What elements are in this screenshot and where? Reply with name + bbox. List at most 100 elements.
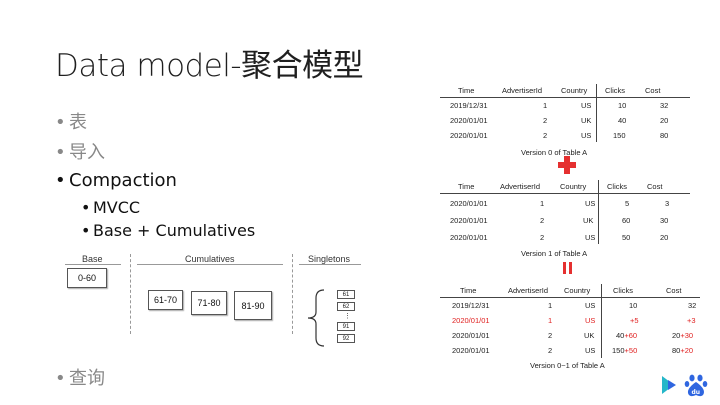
table-row: 2020/01/01 2 US 50 20 [440, 231, 690, 245]
singletons-label: Singletons [308, 254, 351, 264]
singleton-box: 92 [337, 334, 355, 343]
cell: 2019/12/31 [450, 101, 488, 110]
cell: 2 [540, 216, 545, 225]
table-row: 2020/01/01 2 US 150 80 [440, 129, 690, 143]
cell: US [581, 101, 592, 110]
table-caption: Version 1 of Table A [521, 249, 588, 258]
column-header: Clicks [605, 86, 625, 95]
column-header: Time [458, 86, 475, 95]
table-row: 2020/01/01 2 UK 40 20 [440, 114, 690, 128]
cell: 1 [543, 101, 548, 110]
cell: 150+50 [612, 346, 638, 355]
singleton-box: 62 [337, 302, 355, 311]
column-header: Country [560, 182, 587, 191]
singleton-box: 91 [337, 322, 355, 331]
cell: 50 [622, 233, 631, 242]
table-header-row: Time AdvertiserId Country Clicks Cost [440, 284, 700, 298]
cell: 40 [618, 116, 627, 125]
bullet-item: •查询 [55, 368, 105, 389]
column-header: AdvertiserId [502, 86, 543, 95]
column-header: Country [564, 286, 591, 295]
equals-icon [563, 262, 573, 274]
column-header: Country [561, 86, 588, 95]
sub-bullet-item: •MVCC [81, 198, 141, 217]
table-caption: Version 0~1 of Table A [530, 361, 605, 370]
table-version-0: Time AdvertiserId Country Clicks Cost 20… [440, 84, 690, 146]
cell: 80+20 [672, 346, 694, 355]
table-row: 2020/01/01 2 US 150+50 80+20 [440, 344, 700, 358]
base-box: 0-60 [67, 268, 107, 288]
column-separator [601, 284, 602, 358]
bullet-item: •导入 [55, 142, 105, 163]
header-rule [440, 297, 700, 298]
cell: 32 [688, 301, 697, 310]
cell: 1 [548, 301, 553, 310]
cell: 10 [629, 301, 638, 310]
cell: +3 [687, 316, 696, 325]
cell: 5 [625, 199, 630, 208]
table-caption: Version 0 of Table A [521, 148, 588, 157]
cell: 2 [548, 346, 553, 355]
table-row: 2020/01/01 2 UK 40+60 20+30 [440, 329, 700, 343]
sub-bullet-text: Base + Cumulatives [93, 221, 256, 240]
cell: 2 [548, 331, 553, 340]
cell: 1 [540, 199, 545, 208]
table-row: 2019/12/31 1 US 10 32 [440, 299, 700, 313]
cell: 30 [660, 216, 669, 225]
compaction-diagram: Base 0-60 Cumulatives 61-70 71-80 81-90 … [55, 250, 375, 350]
base-label: Base [82, 254, 103, 264]
header-rule [440, 97, 690, 98]
column-header: Clicks [607, 182, 627, 191]
cell: 60 [622, 216, 631, 225]
table-row: 2020/01/01 1 US +5 +3 [440, 314, 700, 328]
cumulative-box: 71-80 [191, 291, 227, 315]
cell: 80 [660, 131, 669, 140]
column-separator [596, 84, 597, 142]
cell: US [585, 346, 596, 355]
cell: US [581, 131, 592, 140]
cell: US [585, 233, 596, 242]
cell: 20 [660, 233, 669, 242]
bullet-text: 查询 [69, 368, 105, 389]
table-row: 2020/01/01 1 US 5 3 [440, 197, 690, 211]
column-header: Time [460, 286, 477, 295]
cumulative-box: 81-90 [234, 291, 272, 320]
cell: 32 [660, 101, 669, 110]
baidu-paw-icon: du [662, 374, 708, 397]
cell: 2020/01/01 [452, 316, 490, 325]
cell: 2020/01/01 [450, 131, 488, 140]
divider [130, 254, 131, 334]
column-header: Cost [666, 286, 682, 295]
column-header: AdvertiserId [500, 182, 541, 191]
singleton-box: 61 [337, 290, 355, 299]
table-version-0-1: Time AdvertiserId Country Clicks Cost 20… [440, 284, 700, 358]
divider [299, 264, 361, 265]
plus-icon [558, 156, 576, 174]
ellipsis: ⋮ [344, 313, 351, 320]
column-header: Clicks [613, 286, 633, 295]
cell: 20+30 [672, 331, 694, 340]
cell: 40+60 [616, 331, 638, 340]
column-separator [598, 180, 599, 244]
cell: 2020/01/01 [450, 216, 488, 225]
cell: 2020/01/01 [450, 199, 488, 208]
column-header: Time [458, 182, 475, 191]
sub-bullet-text: MVCC [93, 198, 141, 217]
bullet-item: •表 [55, 112, 87, 133]
cell: 2020/01/01 [450, 116, 488, 125]
table-version-1: Time AdvertiserId Country Clicks Cost 20… [440, 180, 690, 244]
cell: +5 [630, 316, 639, 325]
cell: 2 [540, 233, 545, 242]
column-header: Cost [645, 86, 661, 95]
table-header-row: Time AdvertiserId Country Clicks Cost [440, 84, 690, 98]
divider [292, 254, 293, 334]
table-row: 2019/12/31 1 US 10 32 [440, 99, 690, 113]
slide-title: Data model-聚合模型 [55, 48, 364, 84]
bullet-text: Compaction [69, 170, 177, 191]
cell: UK [581, 116, 592, 125]
cell: UK [584, 331, 595, 340]
header-rule [440, 193, 690, 194]
divider [137, 264, 283, 265]
sub-bullet-item: •Base + Cumulatives [81, 221, 256, 240]
column-header: Cost [647, 182, 663, 191]
